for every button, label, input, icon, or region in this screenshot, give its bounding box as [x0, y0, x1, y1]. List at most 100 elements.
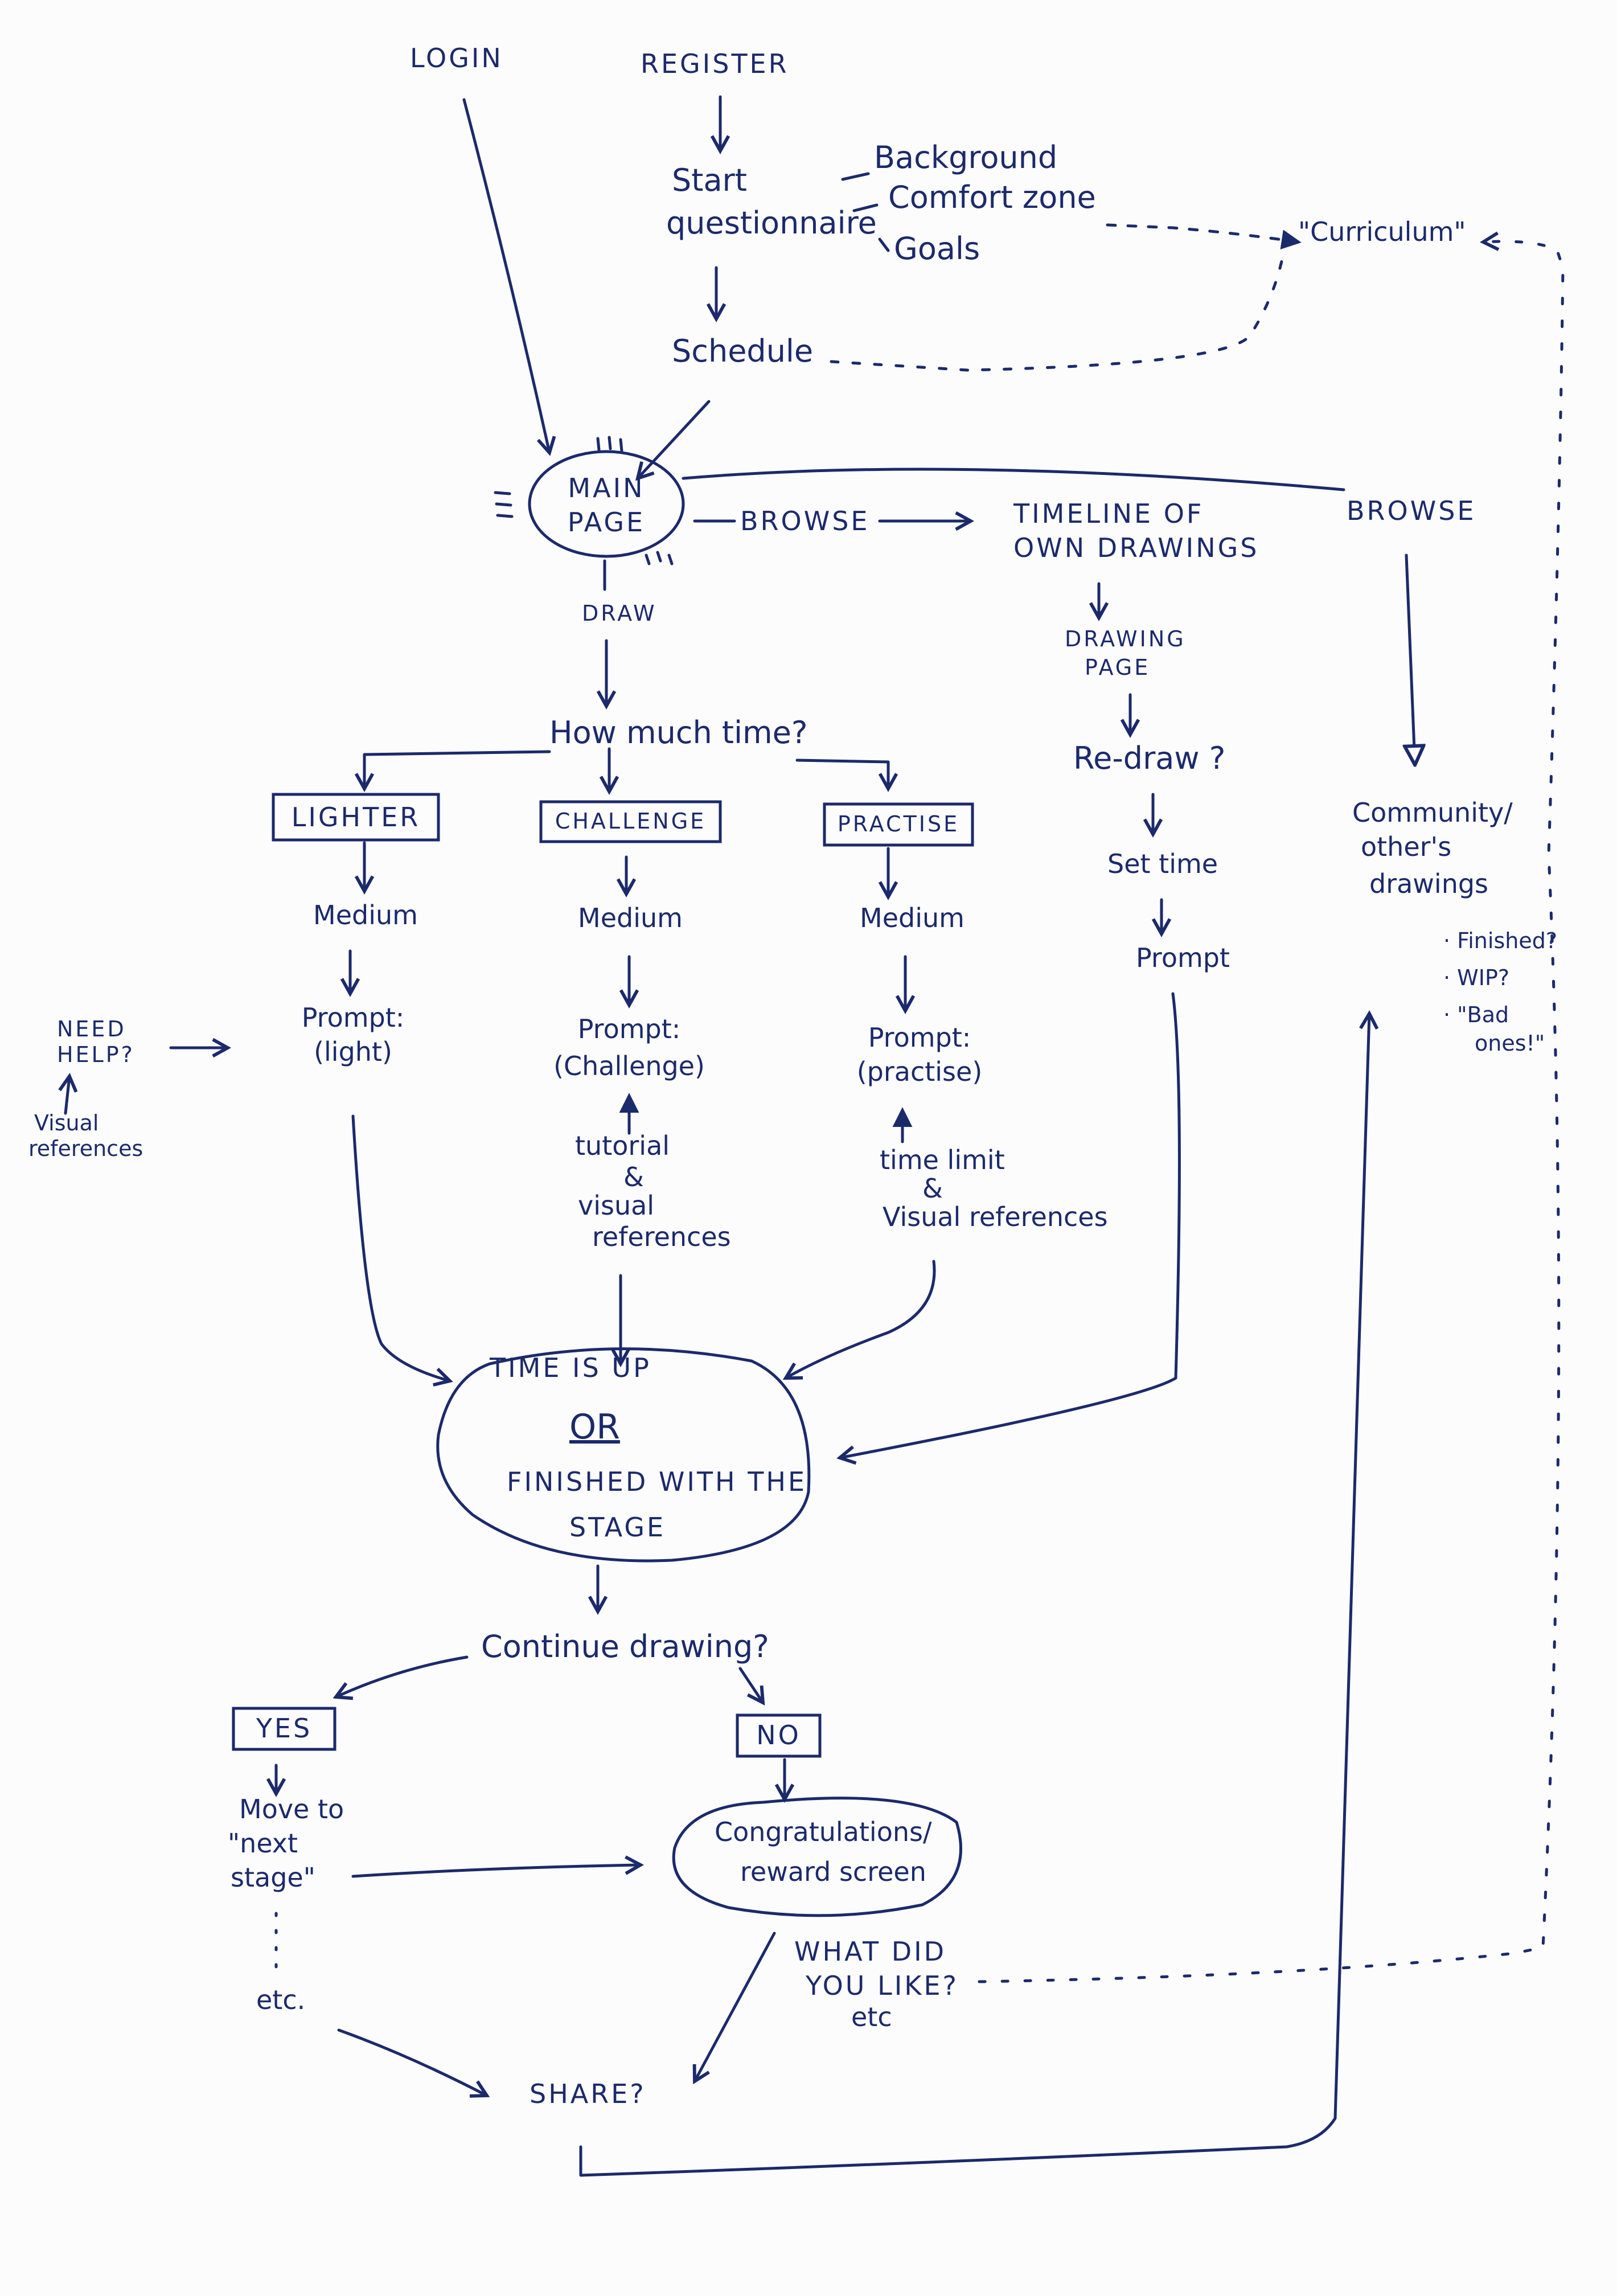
move-next-line2: "next [228, 1828, 298, 1859]
edge-move-congrats [351, 1865, 641, 1878]
edge-time-lighter [364, 750, 551, 789]
bad-ones-line2: ones!" [1475, 1031, 1545, 1056]
main-page-line2: PAGE [567, 507, 646, 538]
edge-q-comfort [852, 203, 879, 212]
visual-refs-left-line1: Visual [34, 1110, 99, 1135]
what-did-line2: YOU LIKE? [806, 1970, 959, 2001]
time-limit-line1: time limit [880, 1145, 1005, 1175]
edge-continue-no [738, 1667, 763, 1703]
finished-question: · Finished? [1443, 928, 1558, 953]
move-next-line1: Move to [239, 1794, 344, 1824]
no-box [736, 1713, 822, 1758]
edge-schedule-main [638, 400, 711, 478]
or-label: OR [569, 1407, 620, 1447]
edge-practise-timeup [786, 1260, 936, 1378]
goals-item: Goals [894, 231, 980, 266]
practise-box [823, 802, 974, 847]
medium-practise: Medium [860, 903, 965, 933]
tutorial-line1: tutorial [575, 1130, 670, 1161]
time-limit-line2: & [922, 1173, 943, 1204]
time-is-up-label: TIME IS UP [490, 1352, 651, 1383]
curriculum-node: "Curriculum" [1298, 216, 1466, 247]
finished-stage-line2: STAGE [569, 1512, 666, 1543]
congrats-line2: reward screen [740, 1856, 926, 1887]
set-time-step: Set time [1107, 848, 1218, 879]
edge-main-browse-right [682, 468, 1345, 491]
prompt-light-line2: (light) [314, 1036, 392, 1067]
congrats-line1: Congratulations/ [715, 1817, 932, 1847]
yes-box [232, 1707, 336, 1751]
what-did-line1: WHAT DID [794, 1936, 947, 1967]
edge-q-goals [878, 237, 890, 252]
redraw-question: Re-draw ? [1073, 740, 1226, 776]
etc-left: etc. [256, 1985, 306, 2015]
edge-continue-yes [336, 1655, 469, 1697]
edge-visual-needhelp [65, 1076, 69, 1115]
prompt-practise-line1: Prompt: [868, 1022, 971, 1053]
main-page-line1: MAIN [568, 473, 645, 503]
edge-q-background [841, 172, 870, 181]
no-label: NO [756, 1720, 801, 1750]
register-node: REGISTER [641, 48, 789, 79]
prompt-light-line1: Prompt: [301, 1002, 405, 1033]
background-item: Background [874, 140, 1058, 175]
prompt-challenge-line1: Prompt: [577, 1014, 681, 1044]
main-mark-3 [645, 551, 674, 565]
practise-label: PRACTISE [837, 811, 960, 837]
tutorial-line3: visual [578, 1190, 655, 1221]
challenge-box [539, 800, 722, 843]
yes-label: YES [256, 1713, 313, 1744]
edge-loop-curriculum [978, 241, 1565, 1983]
main-mark-2 [494, 491, 514, 518]
move-next-line3: stage" [231, 1862, 315, 1893]
how-much-time-question: How much time? [549, 715, 808, 751]
visual-refs-left-line2: references [28, 1136, 143, 1161]
draw-link: DRAW [582, 601, 657, 626]
share-question: SHARE? [530, 2078, 646, 2109]
need-help-line1: NEED [57, 1016, 126, 1042]
edge-share-community [579, 1014, 1369, 2177]
need-help-line2: HELP? [57, 1042, 135, 1067]
community-line3: drawings [1369, 868, 1489, 899]
edge-congrats-share [695, 1932, 776, 2081]
main-page-ellipse [528, 450, 685, 558]
prompt-practise-line2: (practise) [856, 1056, 983, 1087]
edge-browse-community [1406, 554, 1415, 763]
continue-drawing-question: Continue drawing? [481, 1629, 769, 1664]
tutorial-line4: references [592, 1221, 731, 1252]
start-questionnaire-line1: Start [672, 162, 747, 198]
login-node: LOGIN [410, 43, 503, 73]
bad-ones-line1: · "Bad [1443, 1002, 1509, 1027]
finished-stage-line1: FINISHED WITH THE [507, 1466, 807, 1497]
drawing-page-line2: PAGE [1085, 655, 1151, 680]
edge-promptright-timeup [840, 992, 1181, 1458]
schedule-node: Schedule [672, 333, 814, 369]
medium-lighter: Medium [313, 900, 418, 930]
medium-challenge: Medium [578, 903, 683, 933]
edge-time-practise [795, 758, 888, 789]
edge-etc-share [337, 2028, 487, 2096]
drawing-page-line1: DRAWING [1065, 626, 1186, 651]
main-mark-1 [596, 436, 623, 453]
challenge-label: CHALLENGE [555, 809, 707, 834]
start-questionnaire-line2: questionnaire [666, 205, 877, 241]
tutorial-line2: & [623, 1162, 644, 1192]
lighter-box [272, 793, 440, 842]
community-line2: other's [1361, 831, 1452, 862]
edge-schedule-curriculum [830, 249, 1286, 372]
timeline-line2: OWN DRAWINGS [1013, 532, 1259, 563]
time-limit-line3: Visual references [883, 1202, 1108, 1232]
wip-question: · WIP? [1443, 965, 1510, 990]
edge-questionnaire-curriculum [1106, 223, 1302, 249]
browse-mid-link: BROWSE [740, 506, 870, 536]
edge-login-main [462, 98, 549, 453]
prompt-challenge-line2: (Challenge) [553, 1051, 705, 1081]
edge-prompt-light-timeup [351, 1114, 450, 1381]
what-did-line3: etc [851, 2002, 892, 2032]
lighter-label: LIGHTER [291, 802, 421, 833]
congrats-ellipse [672, 1797, 962, 1917]
prompt-right-step: Prompt [1136, 942, 1230, 973]
community-line1: Community/ [1352, 797, 1513, 828]
